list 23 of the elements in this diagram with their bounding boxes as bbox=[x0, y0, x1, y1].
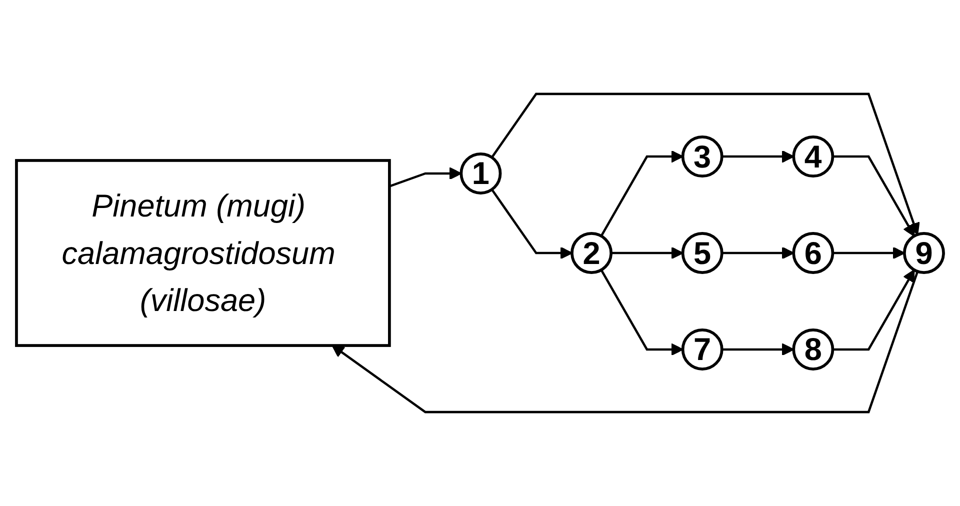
arrow bbox=[490, 92, 920, 236]
node-circle: 7 bbox=[681, 328, 724, 370]
node-circle: 1 bbox=[460, 152, 502, 194]
node-box: Pinetum (mugi) calamagrostidosum (villosae) bbox=[15, 159, 391, 347]
arrow bbox=[389, 167, 462, 188]
node-circle: 2 bbox=[570, 232, 613, 274]
arrow bbox=[722, 343, 794, 356]
arrow bbox=[832, 246, 905, 260]
arrow bbox=[722, 150, 794, 163]
arrow bbox=[600, 269, 684, 356]
arrow bbox=[332, 271, 919, 414]
arrow bbox=[490, 188, 573, 260]
node-circle: 6 bbox=[792, 232, 834, 274]
node-circle: 4 bbox=[792, 136, 834, 178]
arrow bbox=[832, 269, 915, 351]
node-circle: 5 bbox=[681, 232, 724, 274]
node-circle: 3 bbox=[681, 136, 724, 178]
arrow bbox=[722, 246, 794, 260]
arrow bbox=[600, 150, 684, 237]
node-circle: 9 bbox=[903, 232, 945, 274]
arrow bbox=[611, 246, 684, 260]
node-circle: 8 bbox=[792, 328, 834, 370]
arrow bbox=[832, 155, 915, 237]
